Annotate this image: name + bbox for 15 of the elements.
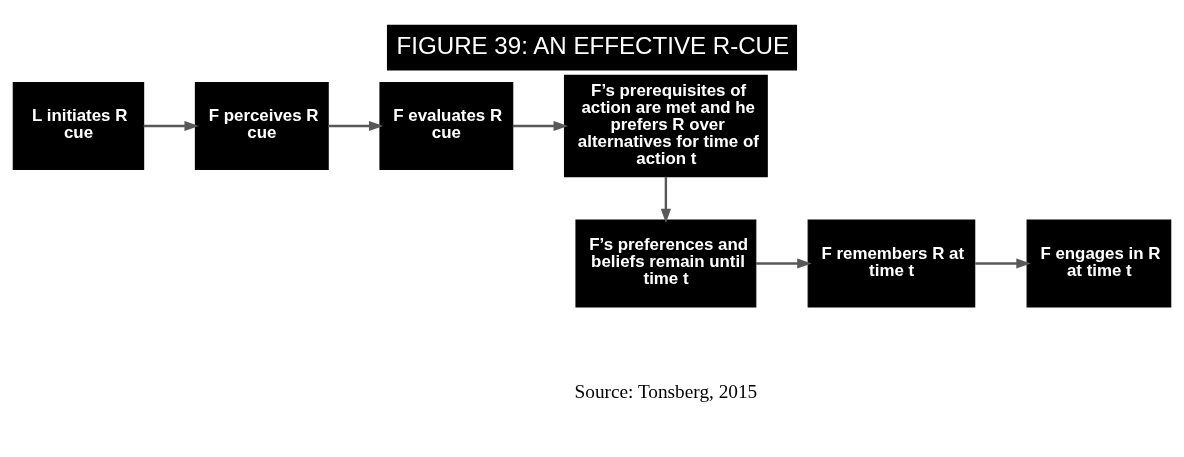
node-box: F engages in R at time t [1026, 219, 1172, 308]
arrow [975, 258, 1031, 269]
arrow [328, 120, 384, 132]
arrow [660, 176, 671, 224]
arrow [512, 120, 569, 132]
node-box: F perceives R cue [194, 81, 329, 170]
node-box: F’s preferences and beliefs remain until time t [575, 219, 757, 308]
node-box: F remembers R at time t [807, 219, 976, 308]
diagram-title: FIGURE 39: AN EFFECTIVE R-CUE [396, 31, 790, 59]
node-box: F’s prerequisites of action are met and he prefers R over alternatives for time of action t [563, 74, 768, 178]
arrow [143, 120, 199, 132]
caption: Source: Tonsberg, 2015 [574, 381, 758, 403]
node-box: F evaluates R cue [379, 81, 514, 170]
arrow [756, 258, 812, 269]
node-box: L initiates R cue [12, 81, 145, 170]
